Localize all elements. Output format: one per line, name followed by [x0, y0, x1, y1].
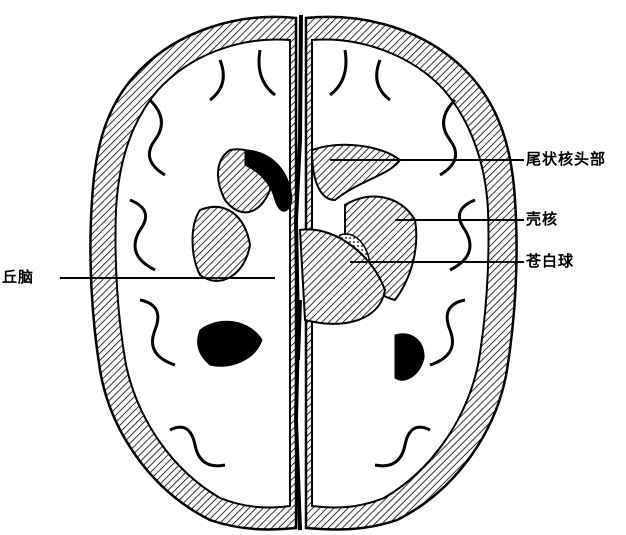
label-caudate-head: 尾状核头部: [526, 150, 606, 168]
third-ventricle: [296, 300, 302, 360]
left-hemisphere: [90, 17, 296, 530]
label-thalamus: 丘脑: [2, 268, 34, 286]
label-putamen: 壳核: [526, 210, 558, 228]
label-globus-pallidus: 苍白球: [526, 252, 574, 270]
